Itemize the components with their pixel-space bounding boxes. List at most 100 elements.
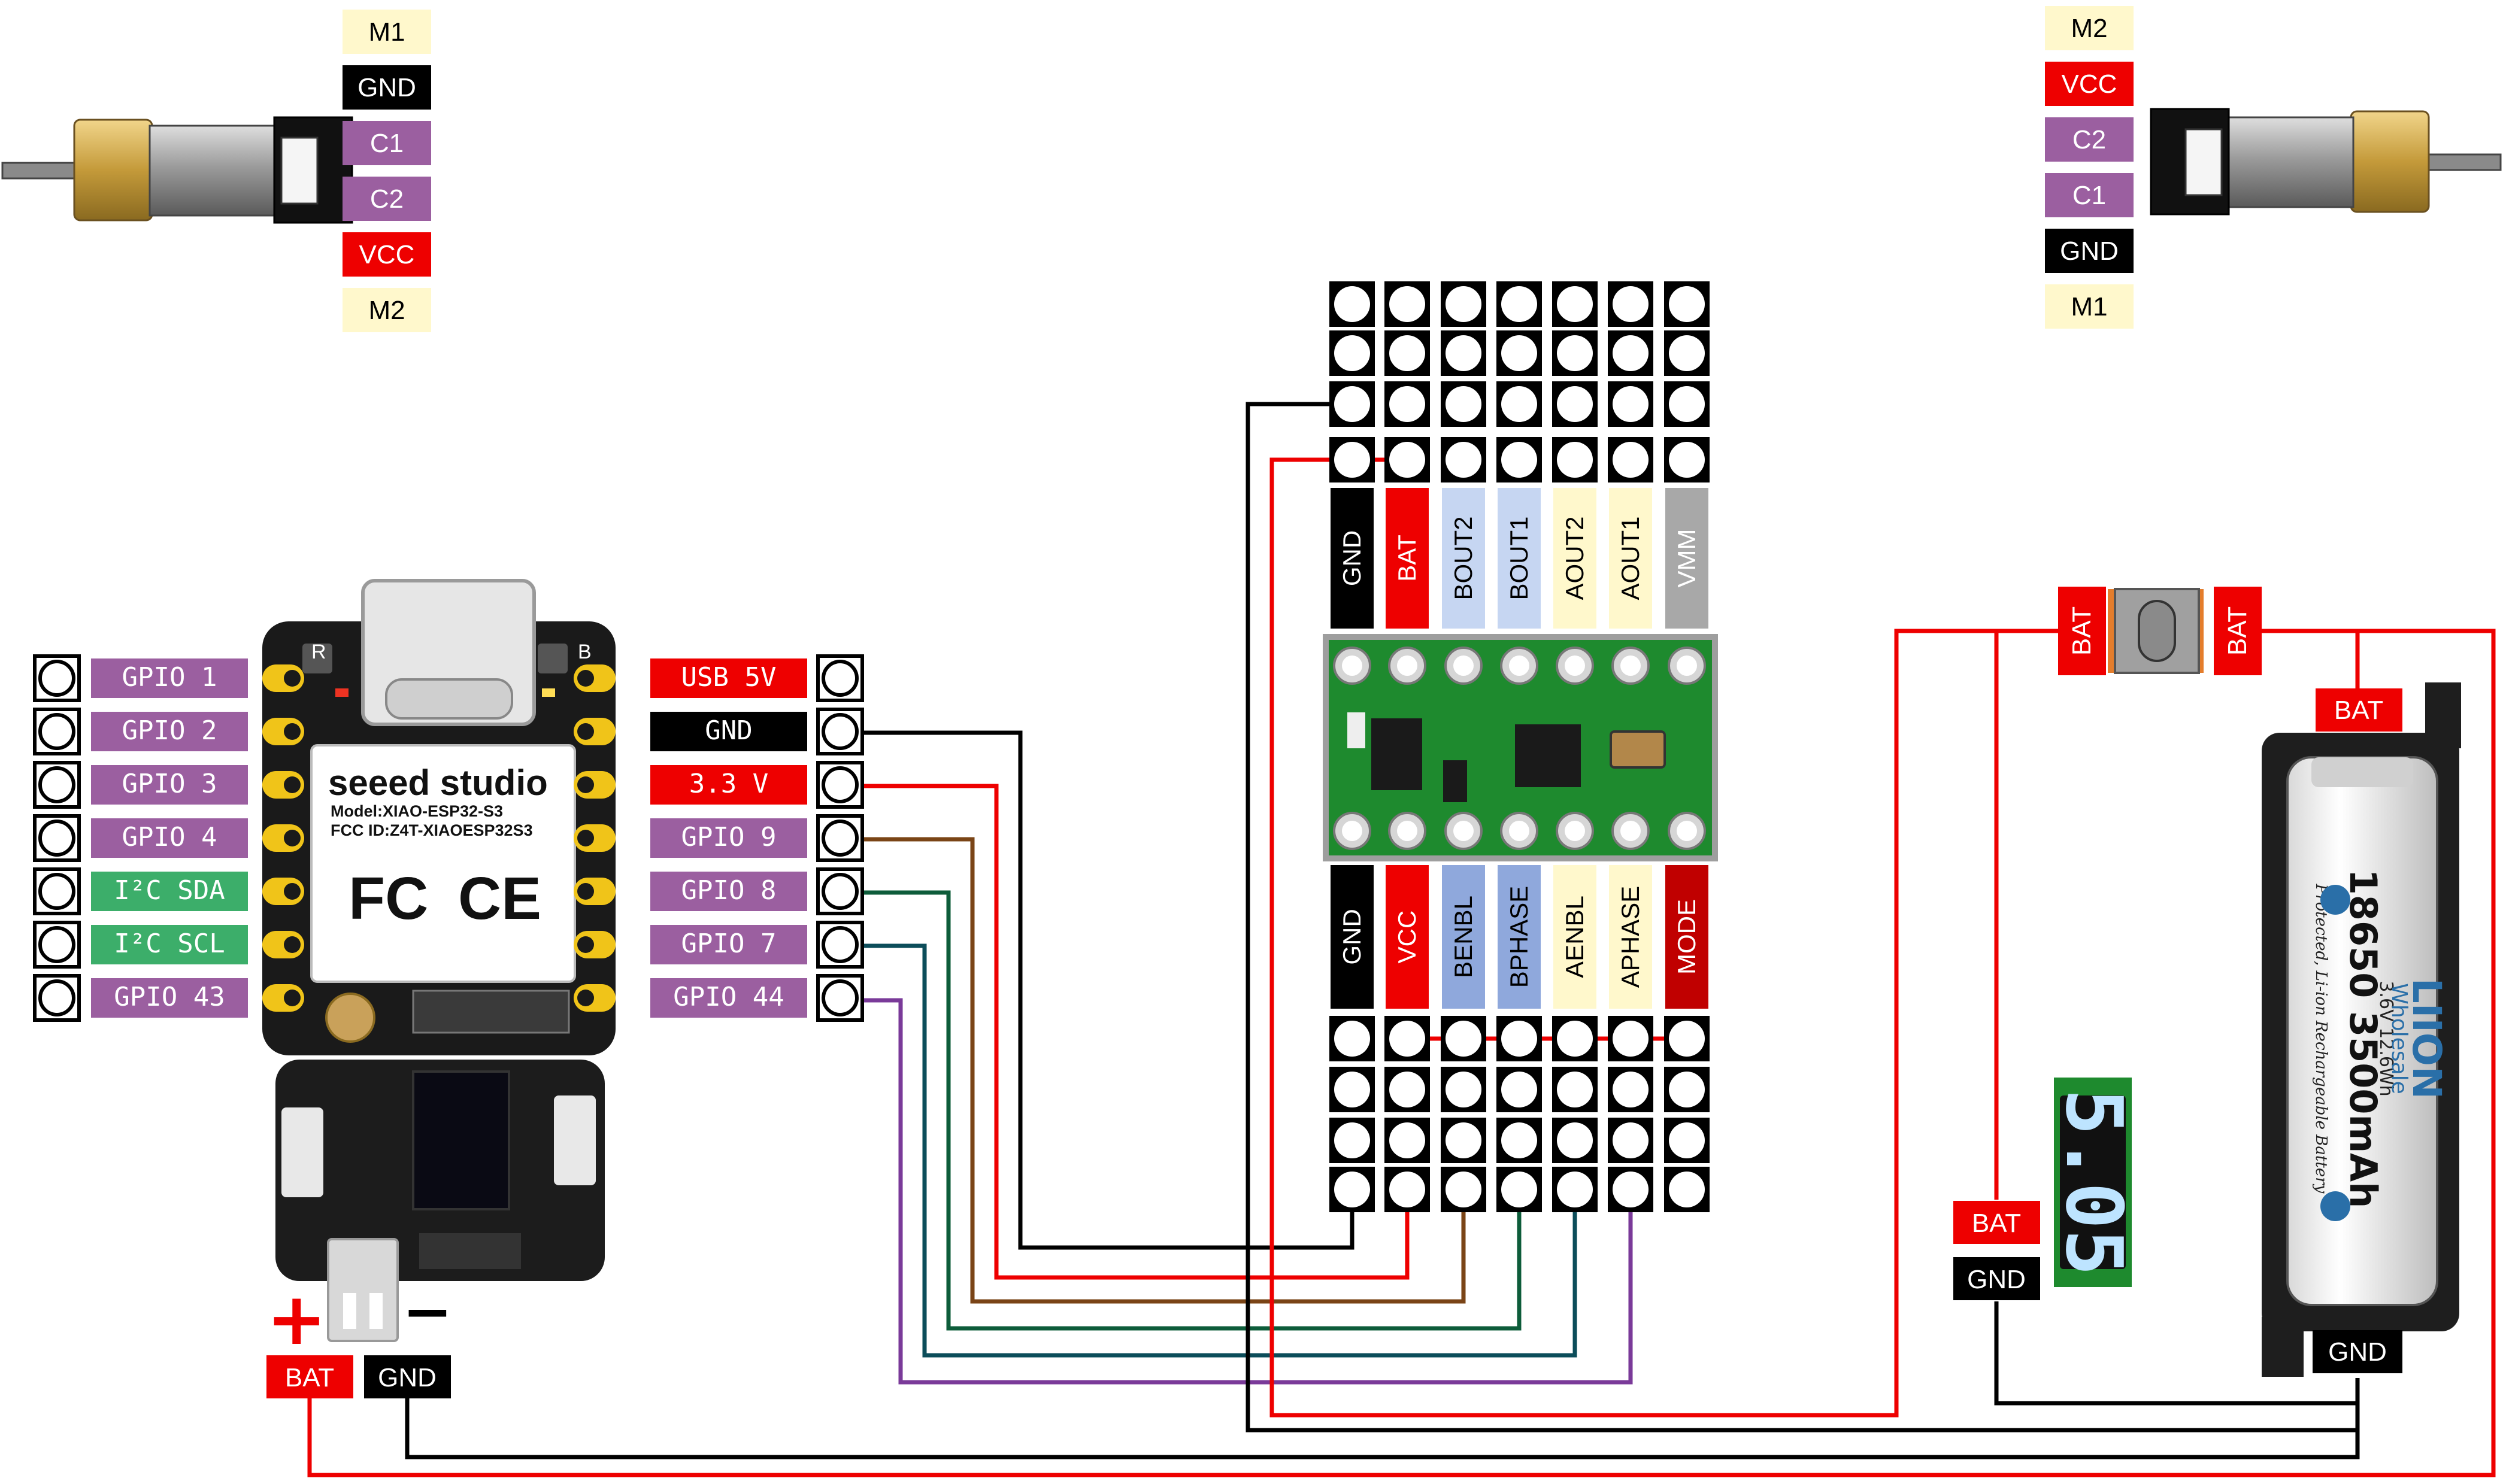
driver-pin-tag	[1553, 865, 1596, 1009]
xiao-pad-hole	[284, 830, 301, 846]
reset-button	[302, 644, 332, 673]
motor-pin-tag	[343, 232, 431, 277]
driver-pin-tag	[1498, 488, 1541, 629]
breadboard-hole	[1501, 1021, 1537, 1057]
motor-pin-label: M2	[368, 296, 405, 325]
motor-pin-tag	[2045, 6, 2134, 50]
battery-holder: BAT GND 18650 3500mAh 3.6V 12.6Wh LIION …	[2262, 682, 2461, 1377]
toggle-switch: BAT BAT	[2058, 587, 2262, 675]
battery-gnd-tag	[2313, 1330, 2402, 1373]
breadboard-hole	[1501, 1072, 1537, 1107]
voltmeter-gnd-tag	[1953, 1257, 2040, 1300]
xiao-pad-hole	[577, 670, 594, 687]
driver-mosfet	[1371, 718, 1422, 790]
pin-socket-hole	[822, 820, 859, 857]
plus-sign: +	[266, 1278, 327, 1361]
breadboard-hole	[1446, 1021, 1481, 1057]
breadboard-hole	[1613, 386, 1649, 422]
motor-connector	[2184, 128, 2223, 196]
breadboard-hole	[1446, 1072, 1481, 1107]
wires	[307, 402, 2496, 1477]
xiao-right-pin-tag	[650, 872, 807, 911]
breadboard-hole	[1669, 386, 1705, 422]
driver-pad-hole	[1342, 821, 1362, 841]
driver-pad-hole	[1620, 821, 1641, 841]
driver-pin-tag	[1331, 488, 1374, 629]
motor-pin-tag	[343, 65, 431, 110]
xiao-pad-hole	[577, 830, 594, 846]
wire-driver-bat-switch	[1269, 457, 2058, 1418]
xiao-right-pin-tag	[650, 712, 807, 751]
pin-socket-hole	[822, 713, 859, 750]
fc-mark: FC	[349, 865, 428, 932]
motor-pin-label: C1	[370, 129, 404, 158]
driver-pin-label: AOUT1	[1616, 516, 1644, 600]
motor-pin-label: M2	[2071, 14, 2107, 43]
xiao-pad-hole	[577, 936, 594, 953]
voltmeter: 5.05 BAT GND	[1953, 1078, 2140, 1300]
xiao-right-pin-tag	[650, 925, 807, 964]
driver-pin-tag	[1609, 488, 1652, 629]
switch-right-label: BAT	[2223, 606, 2252, 655]
driver-pin-label: GND	[1338, 530, 1366, 586]
breadboard-hole	[1501, 1172, 1537, 1207]
motor-gearbox	[2350, 110, 2430, 213]
battery-plus-icon	[2320, 885, 2350, 915]
wire-gnd-xiao-driver	[841, 730, 1354, 1250]
driver-pad-hole	[1565, 655, 1585, 676]
driver-pin-tag	[1665, 488, 1708, 629]
expansion-grove-left	[281, 1107, 323, 1197]
breadboard-hole	[1334, 286, 1370, 322]
motor-can	[2226, 116, 2354, 208]
xiao-bat-label: BAT	[285, 1363, 334, 1392]
driver-pad-hole	[1397, 655, 1417, 676]
pin-socket-hole	[822, 979, 859, 1016]
breadboard-hole	[1446, 1122, 1481, 1158]
battery-bat-tag	[2316, 688, 2402, 732]
pin-socket-hole	[822, 926, 859, 963]
pin-socket-hole	[822, 766, 859, 803]
breadboard-hole	[1389, 1172, 1425, 1207]
driver-pad-hole	[1620, 655, 1641, 676]
xiao-right-pin-tag	[650, 765, 807, 805]
xiao-model: Model:XIAO-ESP32-S3	[331, 802, 503, 820]
xiao-left-pin-label: GPIO 3	[122, 769, 217, 799]
voltmeter-gnd-label: GND	[1967, 1265, 2026, 1294]
breadboard-hole	[1613, 335, 1649, 371]
motor-left	[1, 116, 353, 224]
xiao-right-pin-tag	[650, 658, 807, 698]
antenna-connector	[325, 993, 375, 1043]
breadboard-hole	[1557, 1172, 1593, 1207]
wire-xiao-gnd-battery	[405, 1378, 2360, 1459]
breadboard-hole	[1557, 286, 1593, 322]
driver-pad-hole	[1509, 821, 1529, 841]
driver-pad-hole	[1397, 821, 1417, 841]
driver-pin-label: AOUT2	[1560, 516, 1589, 600]
driver-pin-tag	[1553, 488, 1596, 629]
breadboard-hole	[1501, 386, 1537, 422]
breadboard-hole	[1334, 1122, 1370, 1158]
xiao-gnd-label: GND	[378, 1363, 437, 1392]
switch-left-tag	[2058, 587, 2106, 675]
xiao-pad-hole	[284, 936, 301, 953]
pin-socket-hole	[38, 820, 75, 857]
breadboard-hole	[1501, 286, 1537, 322]
breadboard-hole	[1389, 442, 1425, 478]
driver-pad-hole	[1677, 655, 1697, 676]
expansion-labels: + − BAT GND	[266, 1276, 453, 1398]
voltmeter-reading: 5.05	[2049, 1088, 2140, 1276]
xiao-right-pin-label: 3.3 V	[689, 769, 768, 799]
shield-can	[310, 744, 576, 983]
motor-pin-tag	[2045, 229, 2134, 273]
breadboard-hole	[1613, 1122, 1649, 1158]
pin-socket-hole	[38, 766, 75, 803]
motor-pin-tag	[343, 10, 431, 54]
xiao-left-pin-label: I²C SDA	[114, 875, 225, 906]
motor-pin-tag	[343, 121, 431, 165]
battery-gnd-label: GND	[2328, 1337, 2387, 1367]
breadboard-hole	[1613, 442, 1649, 478]
motor-pin-label: M1	[2071, 292, 2107, 321]
breadboard-hole	[1613, 1021, 1649, 1057]
breadboard-hole	[1334, 335, 1370, 371]
xiao-left-pin-label: GPIO 1	[122, 662, 217, 693]
